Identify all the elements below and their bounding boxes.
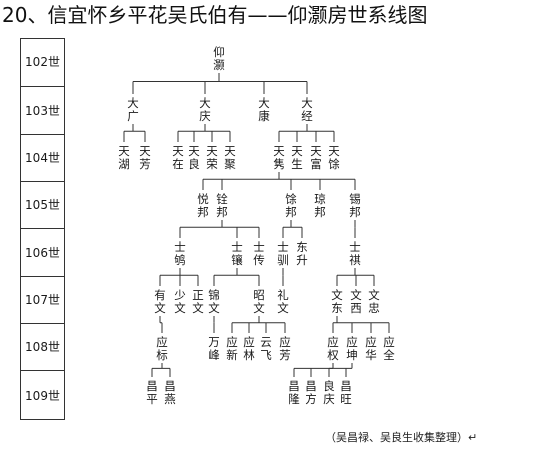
generation-cell: 106世 <box>21 228 64 276</box>
person-name: 天馀 <box>328 144 340 171</box>
person-name: 昌方 <box>305 379 317 406</box>
person-name: 文西 <box>350 288 362 315</box>
person-name: 天在 <box>172 144 184 171</box>
person-name: 仰灏 <box>213 45 225 72</box>
person-name: 天聚 <box>224 144 236 171</box>
person-name: 应权 <box>327 335 339 362</box>
person-name: 应华 <box>365 335 377 362</box>
person-name: 悦邦 <box>197 192 209 219</box>
person-name: 万峰 <box>208 335 220 362</box>
person-name: 天芳 <box>139 144 151 171</box>
person-name: 天荣 <box>206 144 218 171</box>
person-name: 士镶 <box>231 240 243 267</box>
person-name: 应林 <box>243 335 255 362</box>
person-name: 有文 <box>154 288 166 315</box>
generation-cell: 104世 <box>21 134 64 181</box>
person-name: 少文 <box>174 288 186 315</box>
person-name: 应芳 <box>279 335 291 362</box>
person-name: 士祺 <box>349 240 361 267</box>
page-title: 20、信宜怀乡平花吴氏伯有——仰灏房世系线图 <box>2 3 428 27</box>
person-name: 大庆 <box>199 96 211 123</box>
person-name: 馀邦 <box>285 192 297 219</box>
person-name: 文东 <box>331 288 343 315</box>
person-name: 昌旺 <box>340 379 352 406</box>
person-name: 昌平 <box>146 379 158 406</box>
generation-cell: 103世 <box>21 86 64 134</box>
person-name: 铨邦 <box>216 192 228 219</box>
person-name: 天富 <box>310 144 322 171</box>
generation-cell: 105世 <box>21 181 64 228</box>
person-name: 昌燕 <box>164 379 176 406</box>
person-name: 应全 <box>383 335 395 362</box>
person-name: 锡邦 <box>349 192 361 219</box>
person-name: 天湖 <box>118 144 130 171</box>
generation-cell: 108世 <box>21 323 64 370</box>
person-name: 琼邦 <box>314 192 326 219</box>
person-name: 礼文 <box>277 288 289 315</box>
person-name: 应标 <box>156 335 168 362</box>
person-name: 应坤 <box>346 335 358 362</box>
person-name: 良庆 <box>323 379 335 406</box>
compiler-credit: （吴昌禄、吴良生收集整理）↵ <box>325 431 478 444</box>
person-name: 昌隆 <box>288 379 300 406</box>
person-name: 锦文 <box>208 288 220 315</box>
person-name: 文忠 <box>368 288 380 315</box>
person-name: 东升 <box>296 240 308 267</box>
generation-cell: 107世 <box>21 276 64 323</box>
person-name: 大康 <box>258 96 270 123</box>
person-name: 大经 <box>301 96 313 123</box>
person-name: 云飞 <box>260 335 272 362</box>
person-name: 天隽 <box>273 144 285 171</box>
person-name: 大广 <box>127 96 139 123</box>
person-name: 天生 <box>291 144 303 171</box>
generation-cell: 109世 <box>21 370 64 421</box>
generation-cell: 102世 <box>25 55 60 69</box>
person-name: 正文 <box>192 288 204 315</box>
person-name: 士驯 <box>277 240 289 267</box>
person-name: 士鸲 <box>174 240 186 267</box>
person-name: 昭文 <box>253 288 265 315</box>
person-name: 应新 <box>226 335 238 362</box>
person-name: 天良 <box>188 144 200 171</box>
person-name: 士传 <box>253 240 265 267</box>
